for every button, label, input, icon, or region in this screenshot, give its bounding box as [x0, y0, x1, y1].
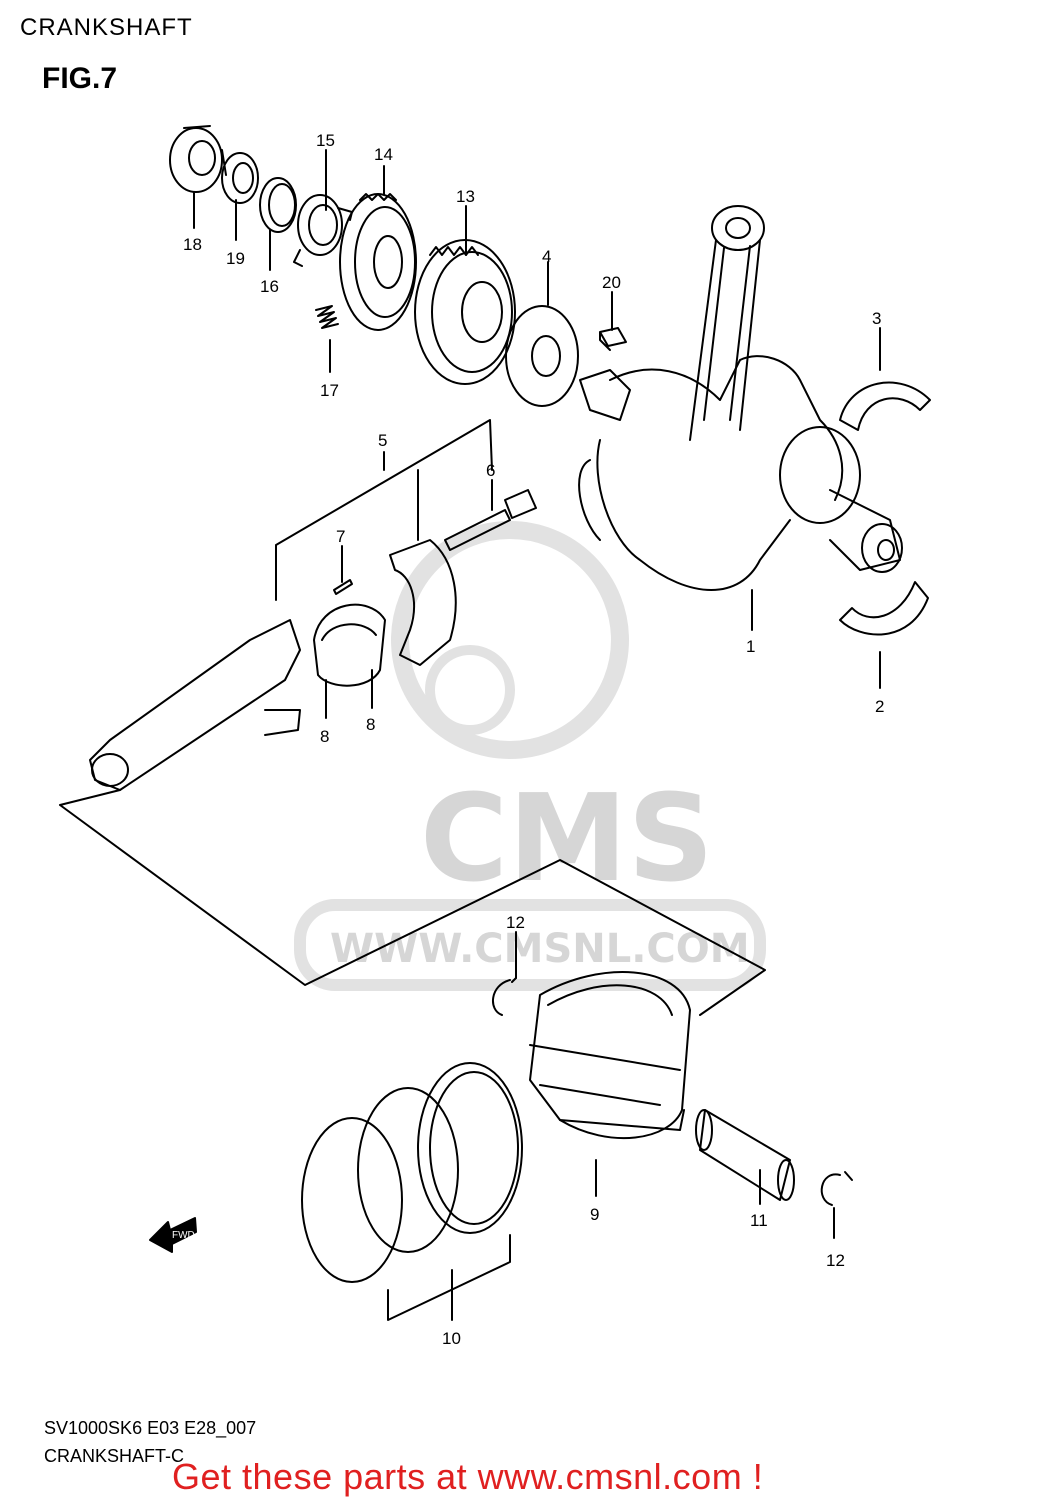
bolt-6 [444, 489, 537, 551]
callout-14: 14 [374, 145, 393, 164]
piston-9 [529, 971, 691, 1140]
callout-8a: 8 [320, 727, 329, 746]
callout-3: 3 [872, 309, 881, 328]
crankshaft-1 [578, 355, 903, 591]
piston-pin-11 [695, 1109, 795, 1201]
connecting-rod-upper [689, 205, 765, 441]
assembly-outline [59, 789, 766, 1016]
callout-12a: 12 [506, 913, 525, 932]
piston-rings-10 [301, 1062, 523, 1321]
circlip-16 [259, 177, 297, 233]
watermark-url: WWW.CMSNL.COM [330, 926, 750, 972]
gear-14 [339, 193, 417, 331]
page-title: CRANKSHAFT [20, 14, 193, 41]
callout-5: 5 [378, 431, 387, 450]
callout-4: 4 [542, 247, 551, 266]
callout-18: 18 [183, 235, 202, 254]
callout-20: 20 [602, 273, 621, 292]
callouts: 1 2 3 4 5 6 7 8 8 9 10 11 12 12 13 14 15… [172, 131, 884, 1348]
callout-15: 15 [316, 131, 335, 150]
fwd-label: FWD [172, 1230, 195, 1241]
spring-17 [315, 305, 339, 329]
bracket-5 [275, 419, 493, 601]
bearing-3 [839, 381, 931, 431]
circlip-12-lower [820, 1171, 853, 1206]
callout-17: 17 [320, 381, 339, 400]
watermark: CMS WWW.CMSNL.COM [294, 521, 766, 991]
fwd-arrow [149, 1217, 197, 1253]
callout-19: 19 [226, 249, 245, 268]
washer-19 [221, 152, 259, 204]
bearing-2 [839, 581, 929, 636]
connecting-rod-lower [89, 619, 301, 791]
callout-12b: 12 [826, 1251, 845, 1270]
rod-cap [389, 539, 457, 666]
nut-18 [169, 125, 227, 193]
watermark-brand: CMS [420, 770, 714, 909]
diagram-name: CRANKSHAFT-C [44, 1446, 185, 1466]
bearing-8 [313, 603, 386, 687]
leader-lines [193, 149, 881, 1321]
callout-11: 11 [750, 1211, 768, 1230]
plate-15 [293, 194, 353, 267]
figure-label: FIG.7 [42, 62, 118, 95]
diagram-code: SV1000SK6 E03 E28_007 [44, 1418, 257, 1438]
key-20 [599, 327, 627, 351]
callout-16: 16 [260, 277, 279, 296]
pin-7 [333, 579, 353, 595]
washer-4 [505, 305, 579, 407]
callout-10: 10 [442, 1329, 461, 1348]
callout-9: 9 [590, 1205, 599, 1224]
gear-13 [414, 239, 516, 385]
callout-6: 6 [486, 461, 495, 480]
callout-8b: 8 [366, 715, 375, 734]
callout-7: 7 [336, 527, 345, 546]
callout-2: 2 [875, 697, 884, 716]
callout-1: 1 [746, 637, 755, 656]
callout-13: 13 [456, 187, 475, 206]
promo-link[interactable]: Get these parts at www.cmsnl.com ! [172, 1456, 764, 1497]
